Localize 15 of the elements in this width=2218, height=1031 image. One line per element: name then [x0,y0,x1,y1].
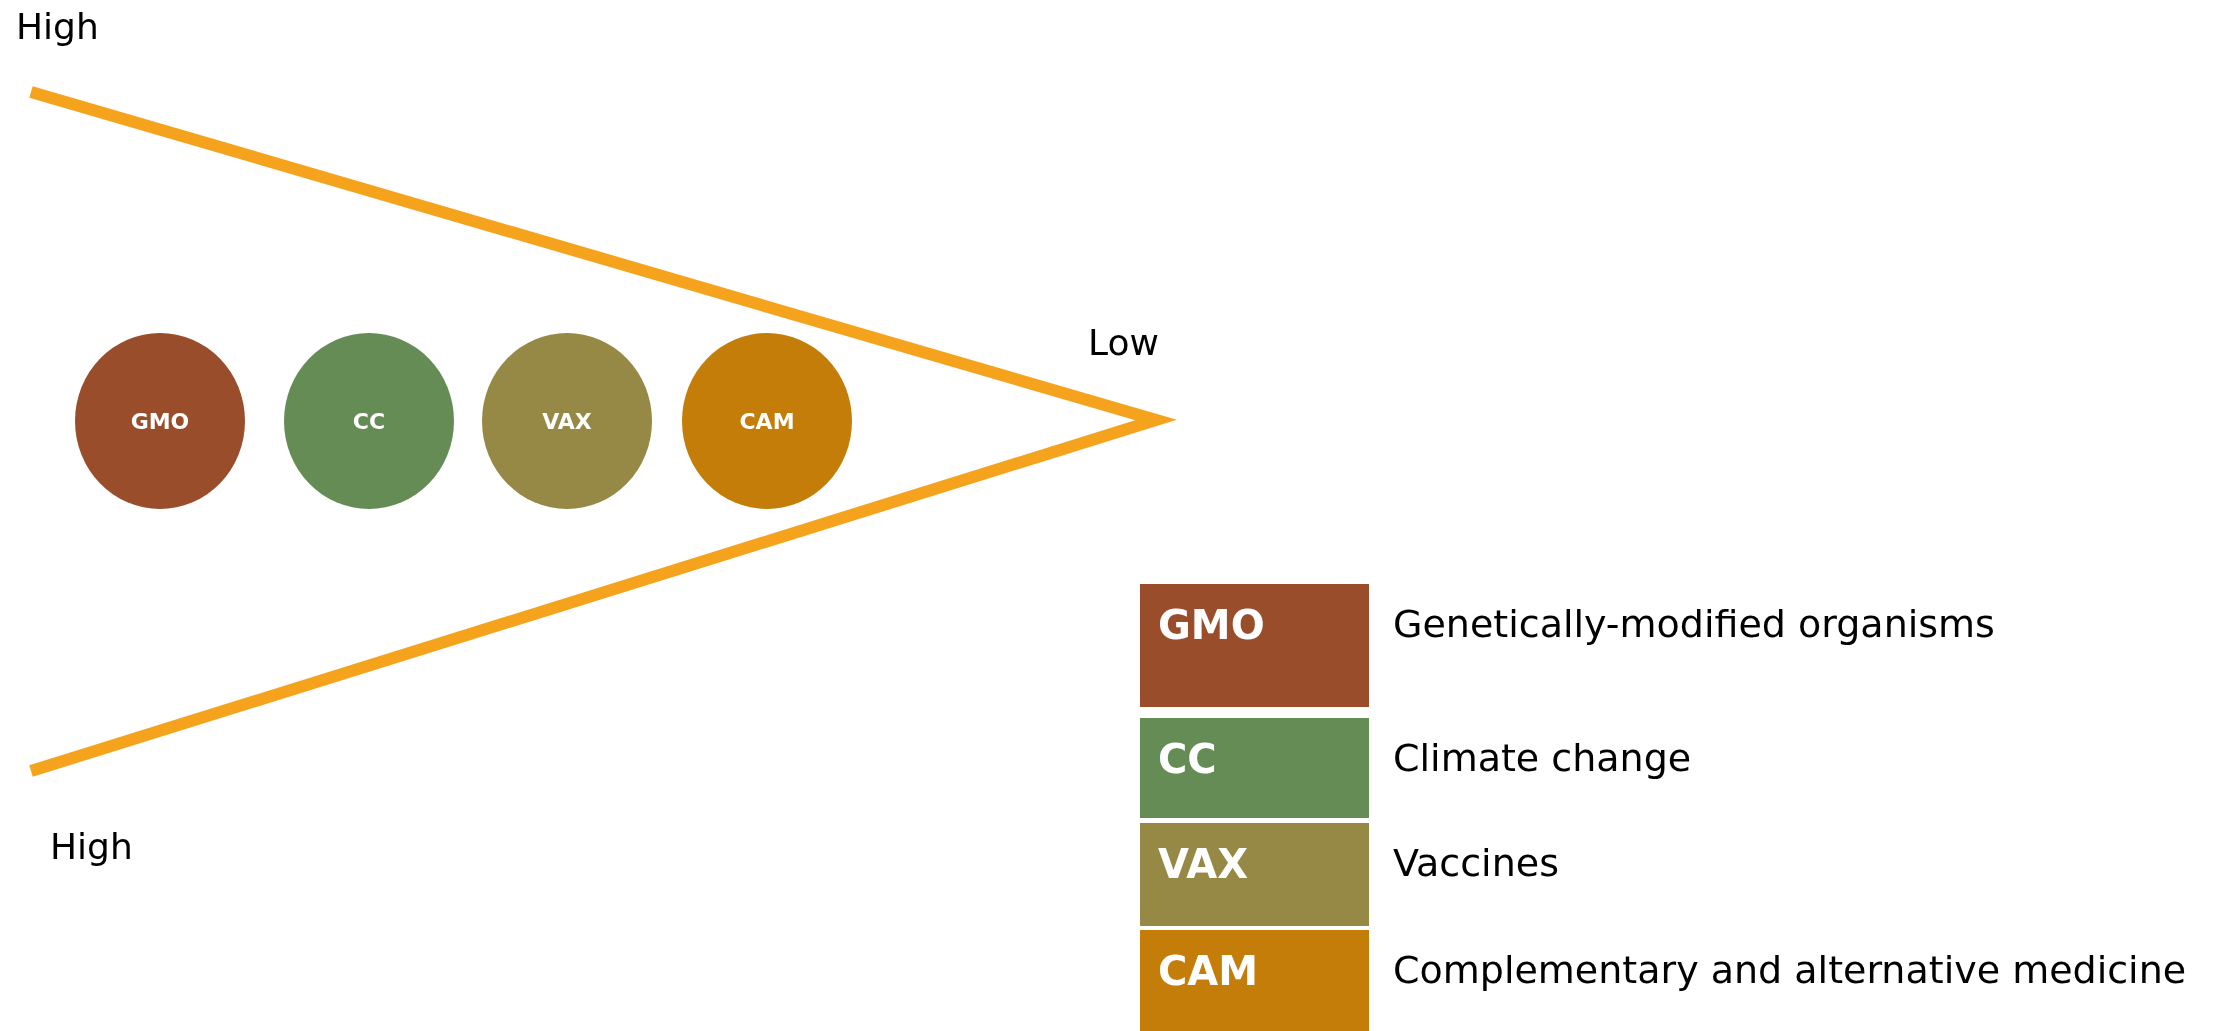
topic-circle: VAX [482,333,652,509]
axis-label: High [50,826,133,867]
topic-circle: CAM [682,333,852,509]
legend-text: Complementary and alternative medicine [1393,948,2187,992]
axis-label: Low [1088,322,1159,363]
legend-swatch: VAX [1140,823,1369,926]
legend-swatch: CAM [1140,930,1369,1031]
legend-swatch: CC [1140,718,1369,818]
legend-swatch: GMO [1140,584,1369,707]
legend-text: Vaccines [1393,841,1559,885]
topic-circle: GMO [75,333,245,509]
legend-text: Climate change [1393,736,1692,780]
topic-circle: CC [284,333,454,509]
axis-label: High [16,6,99,47]
legend-text: Genetically-modified organisms [1393,602,1995,646]
